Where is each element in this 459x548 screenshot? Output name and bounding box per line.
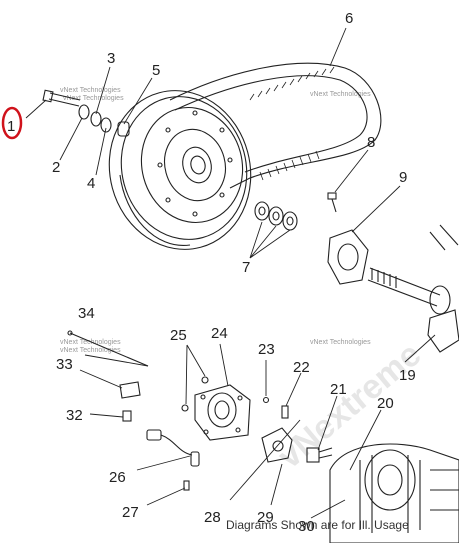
- drive-clutch-pulley: [108, 90, 252, 250]
- callout-5[interactable]: 5: [152, 62, 160, 79]
- callout-labels: 1 2 3 4 5 6 7 8 9 19 20 21 22 23 24 25 2…: [7, 10, 416, 535]
- watermark-3: vNext Technologies: [310, 91, 371, 98]
- bolt-part-1: [42, 89, 81, 107]
- clip-part-27: [183, 480, 190, 491]
- highlight-circle: [1, 106, 23, 140]
- bushing-part-5: [117, 121, 130, 137]
- callout-7[interactable]: 7: [242, 259, 250, 276]
- callout-4[interactable]: 4: [87, 175, 95, 192]
- callout-21[interactable]: 21: [330, 381, 347, 398]
- callout-1[interactable]: 1: [7, 118, 15, 135]
- screw-part-23: [262, 396, 270, 404]
- disclaimer-text: Diagrams Shown are for Ill. Usage: [226, 518, 409, 532]
- callout-33[interactable]: 33: [56, 356, 73, 373]
- callout-9[interactable]: 9: [399, 169, 407, 186]
- watermark-4: vNext Technologies: [60, 339, 121, 346]
- gearcase-assembly-part-20: [329, 443, 459, 544]
- screws-part-25: [181, 376, 209, 412]
- leader-lines: [25, 27, 436, 519]
- callout-2[interactable]: 2: [52, 159, 60, 176]
- callout-23[interactable]: 23: [258, 341, 275, 358]
- bearing-flange-part-24: [194, 384, 251, 441]
- screw-part-8: [327, 192, 337, 213]
- callout-19[interactable]: 19: [399, 367, 416, 384]
- callout-3[interactable]: 3: [107, 50, 115, 67]
- cable-tie-part-34: [67, 330, 149, 367]
- watermark-1: vNext Technologies: [60, 87, 121, 94]
- clip-part-32: [122, 410, 132, 422]
- callout-26[interactable]: 26: [109, 469, 126, 486]
- callout-25[interactable]: 25: [170, 327, 187, 344]
- washer-part-4: [100, 117, 112, 133]
- callout-34[interactable]: 34: [78, 305, 95, 322]
- jackshaft-part-19: [367, 224, 459, 353]
- watermark-5: vNext Technologies: [60, 347, 121, 354]
- fitting-part-21: [306, 447, 333, 463]
- callout-27[interactable]: 27: [122, 504, 139, 521]
- washer-part-3: [90, 111, 102, 127]
- callout-20[interactable]: 20: [377, 395, 394, 412]
- watermark-2: vNext Technologies: [63, 95, 124, 102]
- spacer-washers-part-7: [254, 201, 298, 231]
- bearing-plate-part-9: [327, 229, 369, 285]
- callout-29[interactable]: 29: [257, 509, 274, 526]
- callout-6[interactable]: 6: [345, 10, 353, 27]
- drive-belt: [169, 62, 382, 189]
- callout-24[interactable]: 24: [211, 325, 228, 342]
- callout-8[interactable]: 8: [367, 134, 375, 151]
- pin-part-22: [281, 405, 289, 419]
- callout-32[interactable]: 32: [66, 407, 83, 424]
- callout-28[interactable]: 28: [204, 509, 221, 526]
- callout-22[interactable]: 22: [293, 359, 310, 376]
- callout-30[interactable]: 30: [298, 518, 315, 535]
- watermark-6: vNext Technologies: [310, 339, 371, 346]
- bracket-part-33: [119, 381, 141, 399]
- washer-part-2: [78, 104, 90, 120]
- speed-sensor-part-26: [146, 429, 200, 467]
